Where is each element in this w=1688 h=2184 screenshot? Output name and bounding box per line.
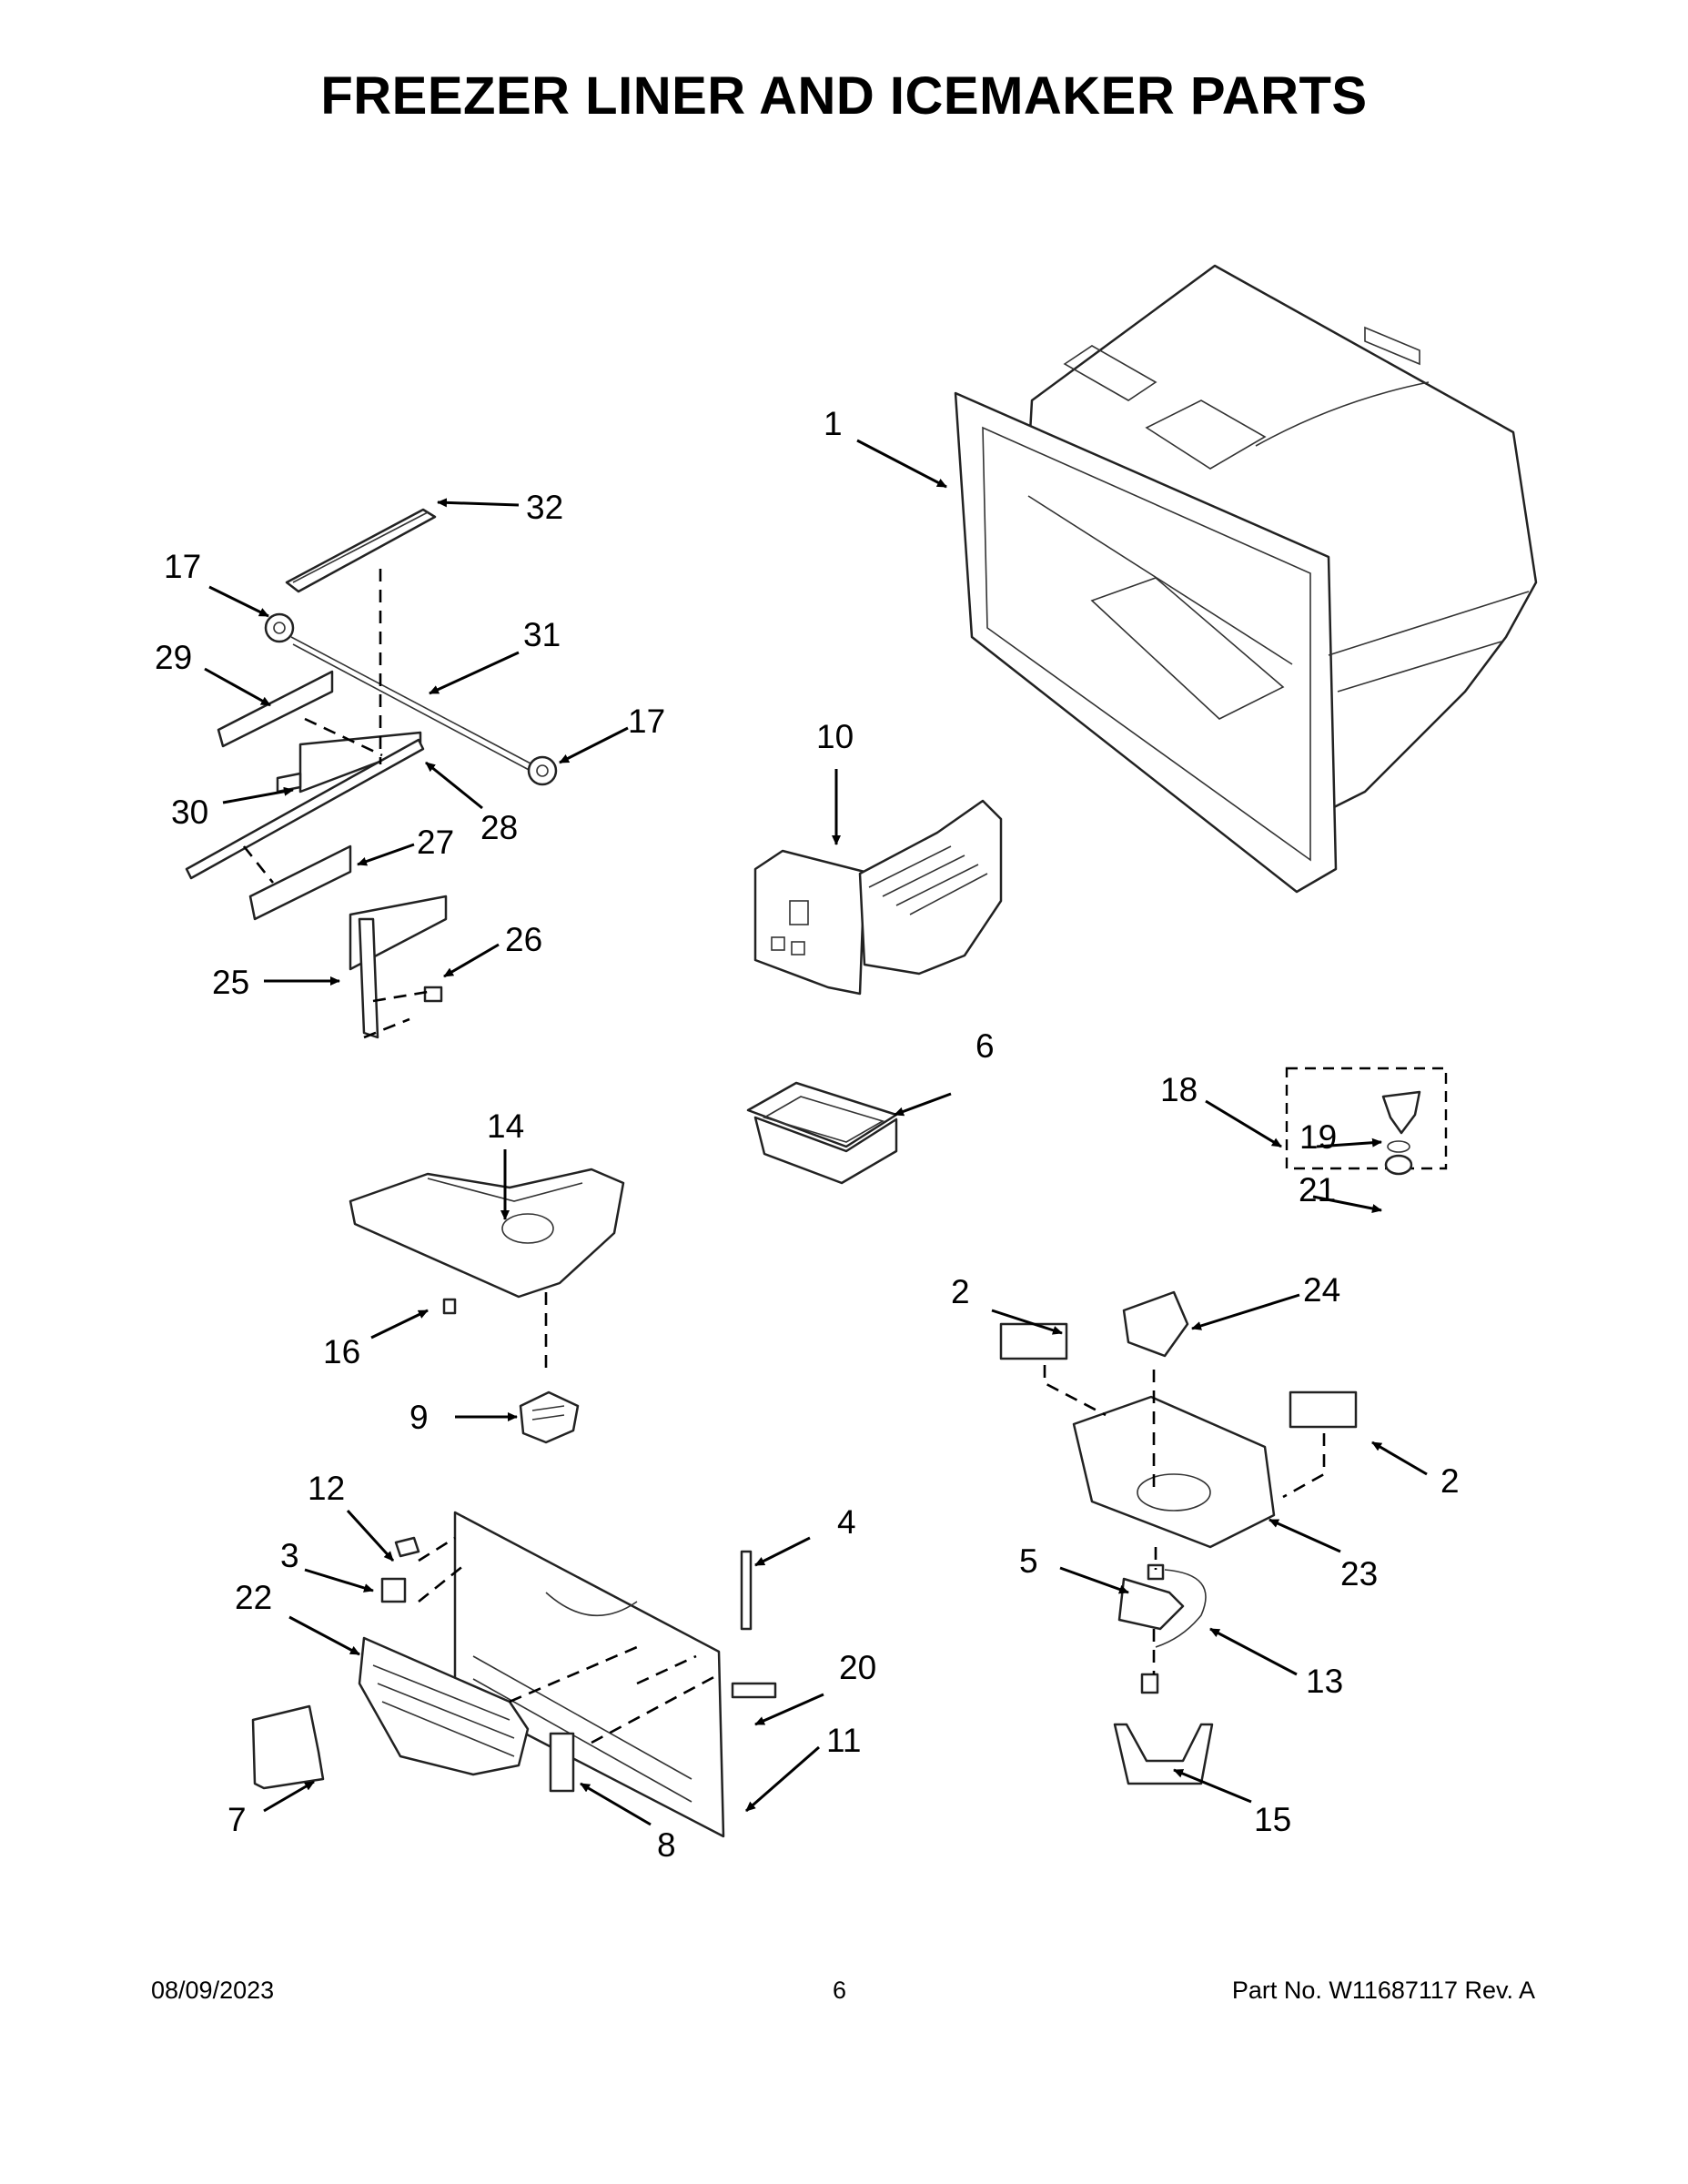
callout-12: 12 bbox=[308, 1470, 345, 1507]
callout-27: 27 bbox=[417, 824, 454, 861]
leader-arrows bbox=[204, 439, 1428, 1826]
callout-labels: 1 32 17 31 29 17 30 28 27 25 26 10 6 18 … bbox=[155, 405, 1460, 1864]
callout-20: 20 bbox=[839, 1649, 876, 1686]
evaporator-fan-assembly bbox=[999, 1290, 1358, 1785]
callout-30: 30 bbox=[171, 794, 208, 831]
callout-14: 14 bbox=[487, 1107, 524, 1145]
part-9-damper bbox=[519, 1390, 580, 1444]
callout-8: 8 bbox=[657, 1826, 676, 1864]
callout-32: 32 bbox=[526, 489, 563, 526]
callout-5: 5 bbox=[1019, 1542, 1038, 1580]
callout-15: 15 bbox=[1254, 1801, 1291, 1838]
callout-19: 19 bbox=[1299, 1118, 1337, 1156]
callout-28: 28 bbox=[480, 809, 518, 846]
part-14-housing bbox=[349, 1168, 625, 1370]
part-18-kit bbox=[1285, 1067, 1448, 1176]
callout-17-top: 17 bbox=[164, 548, 201, 585]
part-1-freezer-liner bbox=[954, 264, 1538, 894]
footer-date: 08/09/2023 bbox=[151, 1977, 275, 2004]
callout-13: 13 bbox=[1306, 1663, 1343, 1700]
callout-9: 9 bbox=[409, 1399, 429, 1436]
callout-22: 22 bbox=[235, 1579, 272, 1616]
callout-25: 25 bbox=[212, 964, 249, 1001]
footer-page-number: 6 bbox=[833, 1977, 847, 2004]
callout-16: 16 bbox=[323, 1333, 360, 1370]
part-6-ice-tray bbox=[746, 1081, 898, 1185]
callout-11: 11 bbox=[826, 1722, 861, 1759]
callout-26: 26 bbox=[505, 921, 542, 958]
part-10-icemaker bbox=[753, 799, 1003, 996]
callout-17-right: 17 bbox=[628, 703, 665, 740]
page-title: FREEZER LINER AND ICEMAKER PARTS bbox=[320, 66, 1368, 126]
callout-7: 7 bbox=[227, 1801, 247, 1838]
callout-2-right: 2 bbox=[1440, 1462, 1460, 1500]
lower-left-panel-assembly bbox=[251, 1511, 777, 1838]
callout-1: 1 bbox=[824, 405, 843, 442]
slide-rail-assembly bbox=[185, 508, 558, 1039]
footer-part-number: Part No. W11687117 Rev. A bbox=[1231, 1977, 1535, 2004]
callout-3: 3 bbox=[280, 1537, 299, 1574]
callout-23: 23 bbox=[1340, 1555, 1378, 1592]
callout-2-left: 2 bbox=[951, 1273, 970, 1310]
callout-6: 6 bbox=[975, 1027, 995, 1065]
callout-18: 18 bbox=[1160, 1071, 1198, 1108]
callout-10: 10 bbox=[816, 718, 854, 755]
callout-24: 24 bbox=[1303, 1271, 1340, 1309]
callout-31: 31 bbox=[523, 616, 561, 653]
callout-29: 29 bbox=[155, 639, 192, 676]
callout-21: 21 bbox=[1299, 1171, 1336, 1208]
callout-4: 4 bbox=[837, 1503, 856, 1541]
